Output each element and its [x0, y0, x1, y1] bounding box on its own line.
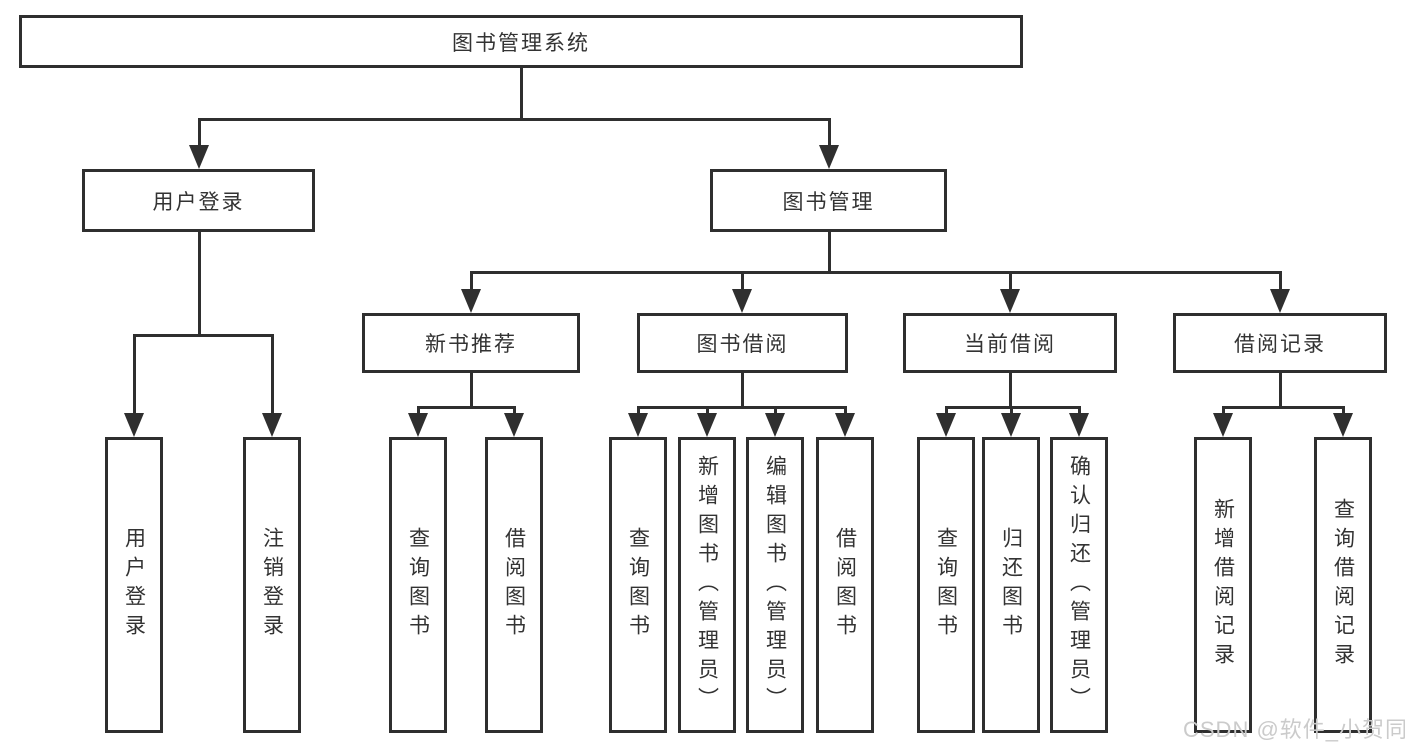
arrow-down: [1270, 289, 1290, 313]
leaf-query-book-3: 查询图书: [917, 437, 975, 733]
connector-line: [828, 118, 831, 149]
connector-line: [706, 406, 709, 416]
node-borrow-record-label: 借阅记录: [1234, 333, 1326, 356]
connector-line: [1009, 271, 1012, 293]
leaf-add-book-admin: 新增图书（管理员）: [678, 437, 736, 733]
arrow-down: [408, 413, 428, 437]
node-root: 图书管理系统: [19, 15, 1023, 68]
connector-line: [637, 406, 846, 409]
arrow-down: [628, 413, 648, 437]
connector-line: [271, 334, 274, 415]
leaf-logout: 注销登录: [243, 437, 301, 733]
leaf-return-book: 归还图书: [982, 437, 1040, 733]
connector-line: [133, 334, 274, 337]
arrow-down: [732, 289, 752, 313]
node-root-label: 图书管理系统: [452, 31, 590, 55]
node-borrow-record: 借阅记录: [1173, 313, 1387, 373]
leaf-query-book-2: 查询图书: [609, 437, 667, 733]
connector-line: [1279, 271, 1282, 293]
node-book-management: 图书管理: [710, 169, 947, 232]
leaf-query-book-1: 查询图书: [389, 437, 447, 733]
arrow-down: [262, 413, 282, 437]
arrow-down: [504, 413, 524, 437]
leaf-edit-book-admin: 编辑图书（管理员）: [746, 437, 804, 733]
leaf-user-login-label: 用户登录: [122, 527, 146, 643]
node-new-book-recommend-label: 新书推荐: [425, 333, 517, 356]
csdn-watermark: CSDN @软件_小贺同学: [1183, 717, 1405, 742]
leaf-add-book-admin-label: 新增图书（管理员）: [695, 454, 719, 716]
leaf-query-book-2-label: 查询图书: [626, 527, 650, 643]
connector-line: [470, 373, 473, 409]
node-user-login: 用户登录: [82, 169, 315, 232]
arrow-down: [1333, 413, 1353, 437]
leaf-query-borrow-record-label: 查询借阅记录: [1331, 498, 1355, 672]
leaf-user-login: 用户登录: [105, 437, 163, 733]
leaf-edit-book-admin-label: 编辑图书（管理员）: [763, 454, 787, 716]
arrow-down: [936, 413, 956, 437]
arrow-down: [819, 145, 839, 169]
leaf-borrow-book-1: 借阅图书: [485, 437, 543, 733]
arrow-down: [1000, 289, 1020, 313]
connector-line: [1222, 406, 1344, 409]
connector-line: [1342, 406, 1345, 416]
connector-line: [1078, 406, 1081, 416]
connector-line: [741, 373, 744, 409]
connector-line: [198, 118, 201, 149]
connector-line: [1009, 373, 1012, 409]
node-user-login-label: 用户登录: [152, 190, 245, 214]
connector-line: [198, 232, 201, 336]
connector-line: [520, 68, 523, 121]
connector-line: [417, 406, 516, 409]
connector-line: [133, 334, 136, 415]
arrow-down: [1069, 413, 1089, 437]
leaf-borrow-book-2: 借阅图书: [816, 437, 874, 733]
node-book-borrow: 图书借阅: [637, 313, 848, 373]
connector-line: [198, 118, 831, 121]
connector-line: [417, 406, 420, 416]
arrow-down: [1001, 413, 1021, 437]
connector-line: [1222, 406, 1225, 416]
connector-line: [774, 406, 777, 416]
leaf-logout-label: 注销登录: [260, 527, 284, 643]
arrow-down: [1213, 413, 1233, 437]
connector-line: [470, 271, 473, 293]
node-current-borrow: 当前借阅: [903, 313, 1117, 373]
leaf-borrow-book-2-label: 借阅图书: [833, 527, 857, 643]
connector-line: [741, 271, 744, 293]
connector-line: [1279, 373, 1282, 409]
connector-line: [637, 406, 640, 416]
leaf-query-book-3-label: 查询图书: [934, 527, 958, 643]
leaf-query-book-1-label: 查询图书: [406, 527, 430, 643]
node-new-book-recommend: 新书推荐: [362, 313, 580, 373]
connector-line: [470, 271, 1281, 274]
leaf-add-borrow-record: 新增借阅记录: [1194, 437, 1252, 733]
connector-line: [1010, 406, 1013, 416]
connector-line: [844, 406, 847, 416]
connector-line: [513, 406, 516, 416]
leaf-add-borrow-record-label: 新增借阅记录: [1211, 498, 1235, 672]
connector-line: [828, 232, 831, 273]
node-current-borrow-label: 当前借阅: [964, 333, 1056, 356]
node-book-borrow-label: 图书借阅: [696, 333, 789, 356]
arrow-down: [461, 289, 481, 313]
arrow-down: [697, 413, 717, 437]
leaf-return-book-label: 归还图书: [999, 527, 1023, 643]
arrow-down: [189, 145, 209, 169]
leaf-confirm-return-admin-label: 确认归还（管理员）: [1067, 454, 1091, 716]
node-book-management-label: 图书管理: [782, 190, 875, 214]
arrow-down: [835, 413, 855, 437]
arrow-down: [124, 413, 144, 437]
arrow-down: [765, 413, 785, 437]
leaf-query-borrow-record: 查询借阅记录: [1314, 437, 1372, 733]
leaf-confirm-return-admin: 确认归还（管理员）: [1050, 437, 1108, 733]
leaf-borrow-book-1-label: 借阅图书: [502, 527, 526, 643]
connector-line: [945, 406, 948, 416]
